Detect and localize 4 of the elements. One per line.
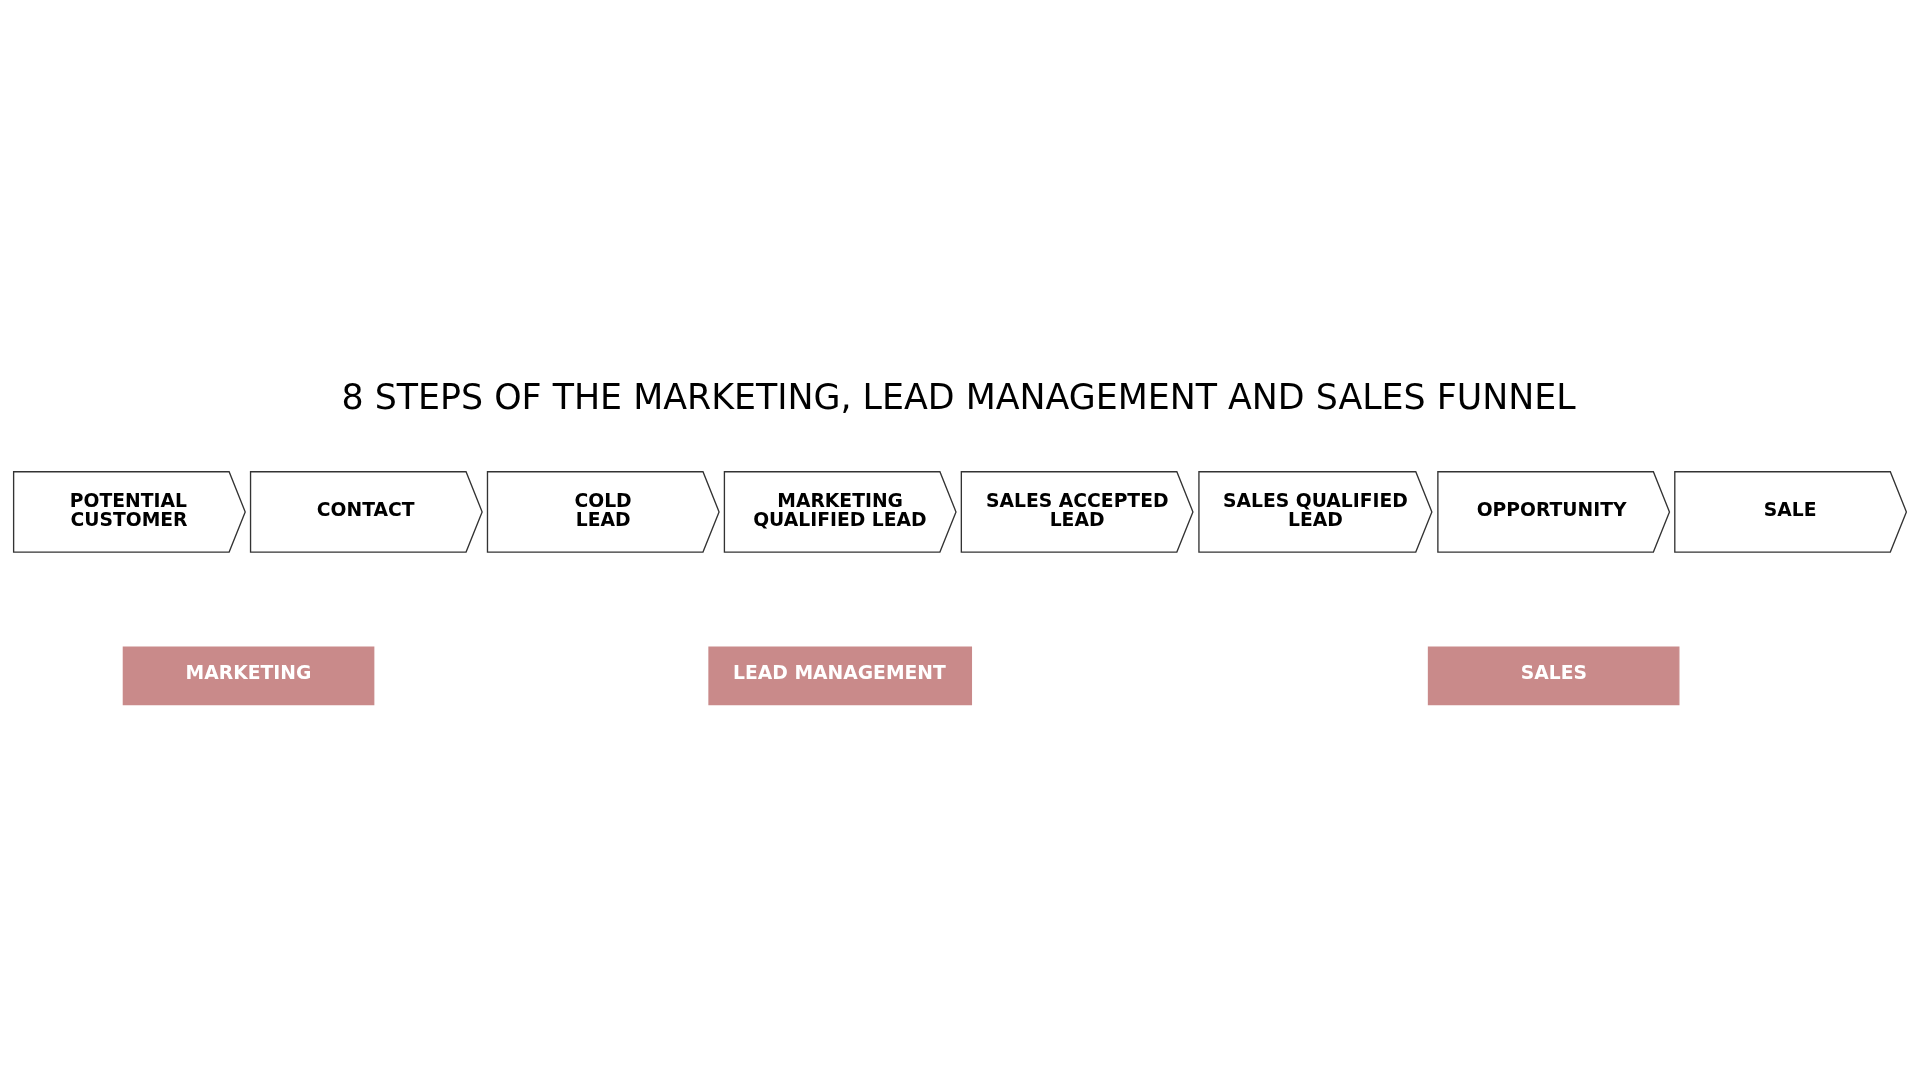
node-box: SALES [1427,646,1680,706]
diagram-title: 8 STEPS OF THE MARKETING, LEAD MANAGEMENT AND SALES FUNNEL [341,376,1576,417]
node-box: LEAD MANAGEMENT [708,646,973,706]
node-box: MARKETING [122,646,375,706]
